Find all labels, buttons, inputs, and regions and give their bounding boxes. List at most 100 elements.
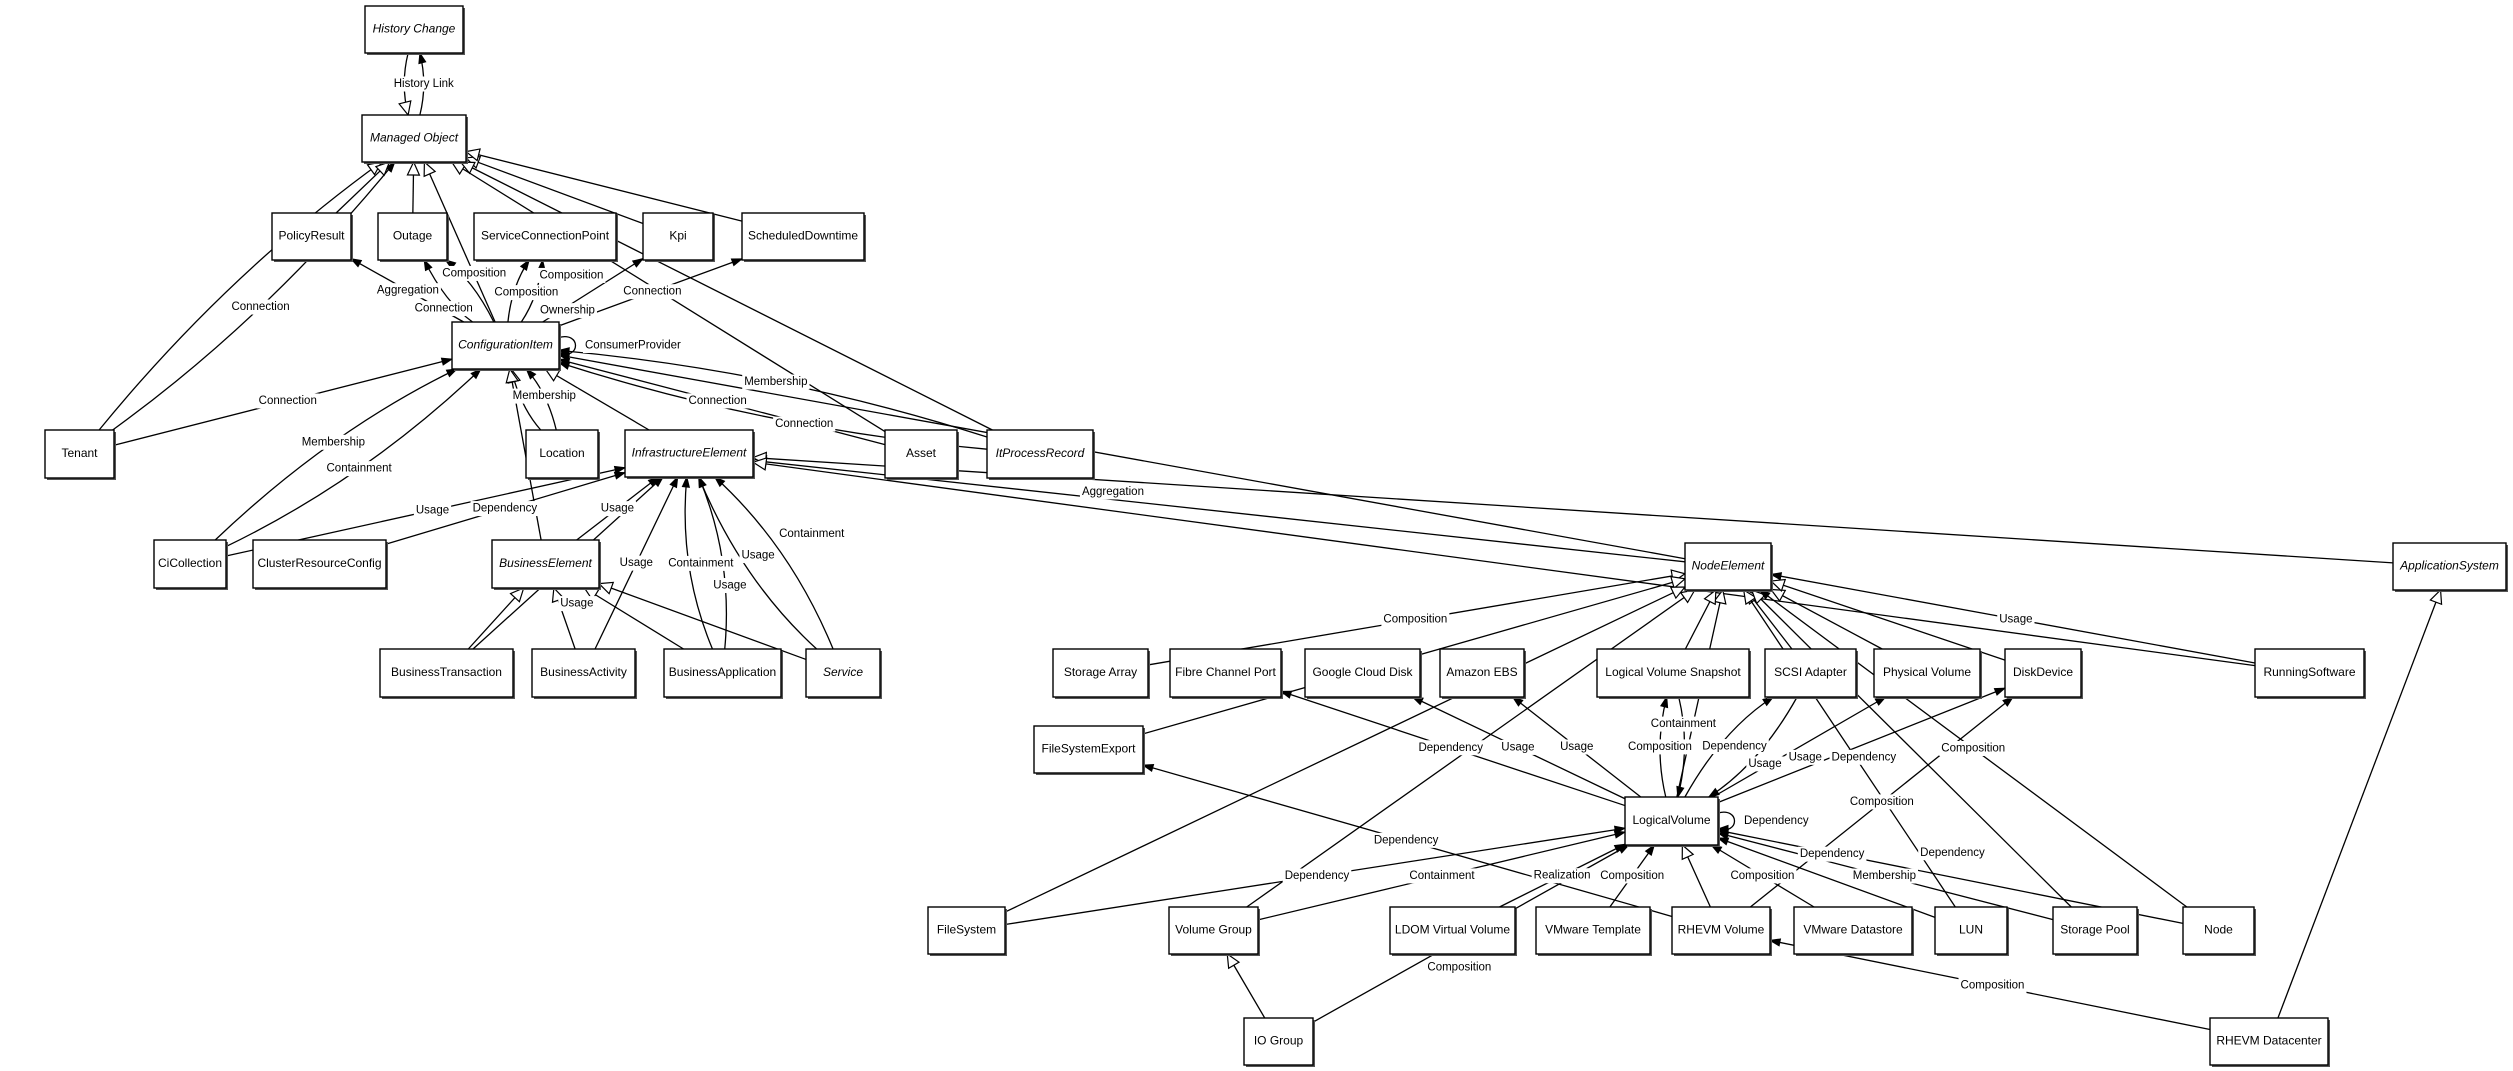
- node-box: [1052, 648, 1149, 698]
- node-itpr[interactable]: ItProcessRecord: [986, 429, 1095, 480]
- edge-label-group: Usage: [1558, 739, 1596, 755]
- node-business-application[interactable]: BusinessApplication: [663, 648, 783, 699]
- node-io-group[interactable]: IO Group: [1243, 1017, 1315, 1067]
- node-scheduled-downtime[interactable]: ScheduledDowntime: [741, 212, 866, 262]
- edge-label-group: Dependency: [1282, 868, 1352, 884]
- node-kpi[interactable]: Kpi: [642, 212, 715, 262]
- node-crc[interactable]: ClusterResourceConfig: [252, 539, 388, 590]
- edge-label: Dependency: [1832, 751, 1897, 763]
- edge-connection: [112, 160, 396, 431]
- edge-generalization: [1681, 843, 1711, 908]
- node-infra[interactable]: InfrastructureElement: [624, 429, 755, 479]
- node-node-element[interactable]: NodeElement: [1684, 542, 1773, 592]
- node-lv-snapshot[interactable]: Logical Volume Snapshot: [1596, 648, 1751, 699]
- node-fs-export[interactable]: FileSystemExport: [1033, 725, 1145, 775]
- node-service[interactable]: Service: [805, 648, 882, 699]
- node-google-cloud-disk[interactable]: Google Cloud Disk: [1304, 648, 1422, 699]
- node-outage[interactable]: Outage: [377, 212, 449, 262]
- node-storage-pool[interactable]: Storage Pool: [2052, 906, 2139, 956]
- node-box: [642, 212, 714, 261]
- edge-label: Membership: [1853, 870, 1916, 882]
- node-physical-volume[interactable]: Physical Volume: [1873, 648, 1982, 699]
- node-asset[interactable]: Asset: [884, 429, 959, 480]
- edge-label-group: Membership: [1850, 868, 1919, 884]
- edge-label-bg: [777, 526, 847, 542]
- hollow-arrowhead-icon: [1703, 588, 1717, 606]
- edge-label-bg: [583, 338, 683, 353]
- node-scp[interactable]: ServiceConnectionPoint: [473, 212, 618, 262]
- edge-line: [714, 476, 834, 650]
- node-box: [1793, 906, 1913, 955]
- edge-label: Containment: [1409, 870, 1475, 882]
- node-rhevm-volume[interactable]: RHEVM Volume: [1671, 906, 1772, 956]
- node-location[interactable]: Location: [525, 429, 600, 480]
- node-managed-object[interactable]: Managed Object: [361, 114, 468, 164]
- node-fibre-channel-port[interactable]: Fibre Channel Port: [1169, 648, 1283, 699]
- node-history-change[interactable]: History Change: [364, 5, 465, 55]
- node-tenant[interactable]: Tenant: [44, 429, 116, 480]
- node-business-transaction[interactable]: BusinessTransaction: [379, 648, 515, 699]
- edge-label-group: Usage: [711, 578, 749, 594]
- filled-arrowhead-icon: [349, 257, 363, 268]
- edge-label: Composition: [442, 267, 506, 279]
- hollow-arrowhead-icon: [406, 160, 421, 176]
- node-box: [2392, 542, 2507, 591]
- node-ldom[interactable]: LDOM Virtual Volume: [1389, 906, 1517, 956]
- node-label: Logical Volume Snapshot: [1605, 665, 1741, 679]
- node-running-software[interactable]: RunningSoftware: [2254, 648, 2366, 699]
- edge-label-group: Connection: [621, 284, 684, 300]
- edge-label-bg: [1742, 813, 1811, 829]
- edge-label-bg: [1407, 868, 1477, 884]
- edge-dependency: [1717, 687, 2007, 804]
- edge-label-group: Connection: [412, 301, 475, 317]
- edge-line: [1743, 589, 1956, 908]
- node-box: [2004, 648, 2082, 698]
- node-storage-array[interactable]: Storage Array: [1052, 648, 1150, 699]
- edge-line: [1770, 580, 2006, 661]
- edge-label-group: Dependency: [470, 501, 540, 517]
- edge-line: [423, 161, 496, 323]
- node-lun[interactable]: LUN: [1934, 906, 2009, 956]
- edge-label-bg: [1282, 868, 1352, 884]
- filled-arrowhead-icon: [631, 257, 645, 268]
- node-disk-device[interactable]: DiskDevice: [2004, 648, 2083, 699]
- edge-label-group: Dependency: [1416, 740, 1486, 756]
- node-box: [1304, 648, 1421, 698]
- node-cicollection[interactable]: CiCollection: [153, 539, 228, 590]
- node-business-element[interactable]: BusinessElement: [491, 539, 601, 590]
- node-rhevm-datacenter[interactable]: RHEVM Datacenter: [2209, 1017, 2330, 1067]
- node-node[interactable]: Node: [2182, 906, 2256, 956]
- edge-label: Usage: [1999, 613, 2032, 625]
- edge-line: [1004, 586, 1686, 913]
- node-application-system[interactable]: ApplicationSystem: [2392, 542, 2508, 592]
- edge-label: Containment: [779, 528, 845, 540]
- edge-label-bg: [1700, 739, 1769, 755]
- edge-label-bg: [1079, 484, 1146, 500]
- edge-label: Connection: [415, 303, 473, 315]
- edge-label: Dependency: [1285, 870, 1350, 882]
- edge-label-group: Connection: [686, 393, 749, 409]
- edge-label-group: Membership: [510, 388, 578, 404]
- edge-label: Connection: [231, 301, 289, 313]
- edge-label-bg: [1850, 868, 1919, 884]
- node-box: [379, 648, 514, 698]
- node-amazon-ebs[interactable]: Amazon EBS: [1439, 648, 1526, 699]
- node-box: [1033, 725, 1144, 774]
- node-logical-volume[interactable]: LogicalVolume: [1624, 796, 1720, 847]
- hollow-arrowhead-icon: [1742, 588, 1758, 606]
- edge-label-group: Aggregation: [1079, 484, 1146, 500]
- node-volume-group[interactable]: Volume Group: [1168, 906, 1260, 956]
- node-policy-result[interactable]: PolicyResult: [271, 212, 353, 262]
- node-label: ClusterResourceConfig: [257, 556, 381, 570]
- filled-arrowhead-icon: [1613, 843, 1627, 853]
- filled-arrowhead-icon: [557, 347, 570, 356]
- node-file-system[interactable]: FileSystem: [927, 906, 1007, 956]
- filled-arrowhead-icon: [1141, 763, 1155, 773]
- edge-label-group: Dependency: [1742, 813, 1811, 829]
- node-scsi-adapter[interactable]: SCSI Adapter: [1764, 648, 1858, 699]
- node-vmware-template[interactable]: VMware Template: [1535, 906, 1652, 956]
- node-box: [1624, 796, 1719, 846]
- node-business-activity[interactable]: BusinessActivity: [531, 648, 637, 699]
- node-vmware-datastore[interactable]: VMware Datastore: [1793, 906, 1914, 956]
- node-ci[interactable]: ConfigurationItem: [451, 321, 561, 371]
